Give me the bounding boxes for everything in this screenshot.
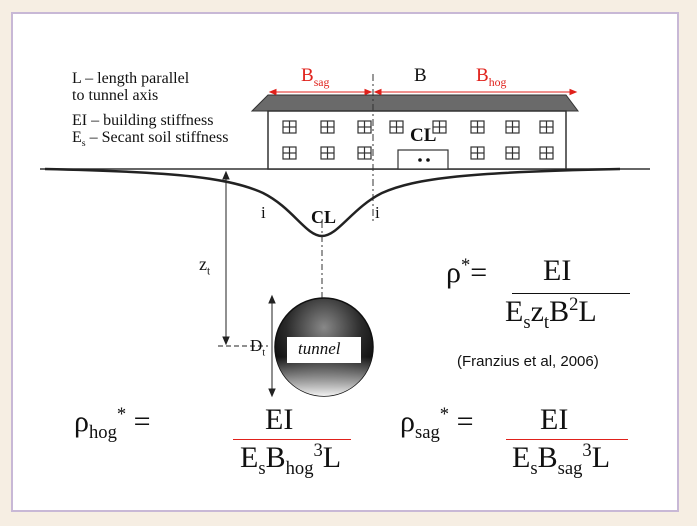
legend-length-label-line2: to tunnel axis bbox=[72, 87, 159, 104]
rho-hog-star: * bbox=[116, 404, 127, 425]
rho-hog-fraction-bar bbox=[233, 439, 351, 440]
legend-soil-sub: s bbox=[81, 138, 86, 150]
sag-den-sup: 3 bbox=[582, 440, 592, 461]
b-label: B bbox=[414, 65, 427, 86]
den-sub-s: s bbox=[523, 312, 531, 333]
legend-soil-label: – Secant soil stiffness bbox=[85, 129, 229, 146]
zt-sub: t bbox=[207, 265, 211, 278]
rho-star-numerator: EI bbox=[543, 254, 572, 287]
rho-star-sup: * bbox=[460, 255, 471, 276]
inflection-left-label: i bbox=[261, 203, 266, 222]
hog-den-sub-s: s bbox=[258, 458, 266, 479]
rho-star-denominator: EsztB2L bbox=[505, 294, 597, 333]
legend-length-label: L – length parallel bbox=[72, 70, 190, 87]
rho-sag-fraction-bar bbox=[506, 439, 628, 440]
rho-hog-lhs: ρhog* = bbox=[74, 404, 151, 443]
bhog-sub: hog bbox=[488, 75, 507, 89]
rho-hog-numerator: EI bbox=[265, 403, 294, 436]
den-sub-t: t bbox=[543, 312, 550, 333]
rho-hog-denominator: EsBhog3L bbox=[240, 440, 342, 479]
rho-star-lhs: ρ*= bbox=[446, 255, 488, 289]
dimension-arrows bbox=[268, 88, 578, 96]
diameter-dimension bbox=[268, 294, 276, 398]
sag-den-sub: sag bbox=[557, 458, 583, 479]
zt-label: zt bbox=[199, 254, 211, 278]
legend-stiffness: EI – building stiffness bbox=[72, 112, 214, 129]
bhog-label: Bhog bbox=[476, 65, 507, 89]
legend-length: L – length parallel to tunnel axis bbox=[72, 70, 189, 104]
rho-star-fraction-bar bbox=[512, 293, 630, 294]
legend-soil: Es – Secant soil stiffness bbox=[72, 129, 229, 150]
rho-sag-denominator: EsBsag3L bbox=[512, 440, 611, 479]
sag-den-sub-s: s bbox=[530, 458, 538, 479]
tunnel-label: tunnel bbox=[298, 339, 341, 358]
tunnel-cl-label: CL bbox=[311, 207, 337, 227]
dt-label: Dt bbox=[250, 336, 266, 359]
depth-dimension bbox=[218, 170, 268, 347]
building-windows bbox=[282, 120, 554, 160]
bsag-label: Bsag bbox=[301, 65, 330, 89]
tunnel-label-box bbox=[287, 337, 361, 363]
rho-hog-sub: hog bbox=[88, 422, 117, 443]
inflection-right-label: i bbox=[375, 203, 380, 222]
rho-sag-lhs: ρsag* = bbox=[400, 404, 474, 443]
dt-sub: t bbox=[262, 347, 266, 359]
rho-sag-numerator: EI bbox=[540, 403, 569, 436]
hog-den-sup: 3 bbox=[313, 440, 323, 461]
entrance-dot bbox=[418, 158, 422, 162]
building-entrance bbox=[397, 149, 449, 170]
rho-sag-sub: sag bbox=[414, 422, 440, 443]
hog-den-sub: hog bbox=[285, 458, 314, 479]
citation: (Franzius et al, 2006) bbox=[457, 353, 599, 370]
bsag-sub: sag bbox=[313, 75, 330, 89]
entrance-dot bbox=[426, 158, 430, 162]
building-cl-label: CL bbox=[410, 125, 437, 146]
building-roof bbox=[250, 94, 579, 112]
den-sup-2: 2 bbox=[569, 294, 579, 315]
rho-sag-star: * bbox=[439, 404, 450, 425]
settlement-trough-curve bbox=[44, 167, 621, 238]
